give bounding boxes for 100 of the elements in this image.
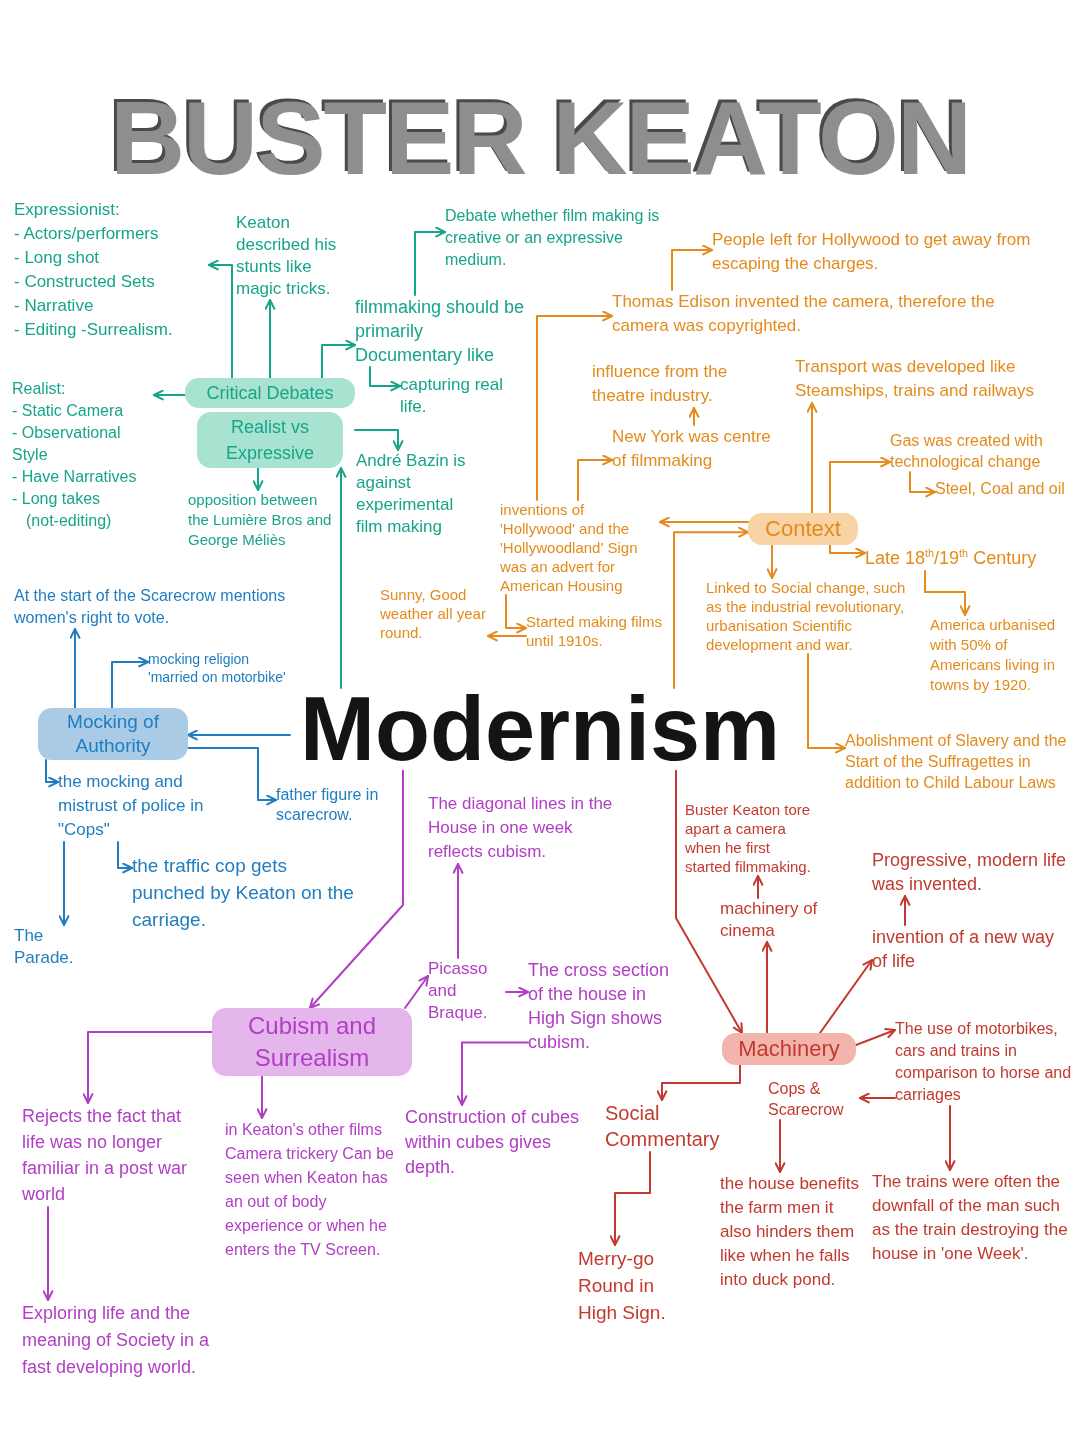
highlighted-heading: Mocking of Authority (38, 708, 188, 760)
note-text: in Keaton's other films Camera trickery Can be seen when Keaton has an out of body experience or when he enters the TV Screen. (225, 1118, 403, 1262)
arrow (42, 1206, 54, 1301)
arrow (774, 1119, 786, 1173)
note-text: Cops & Scarecrow (768, 1078, 860, 1120)
note-text: The cross section of the house in High Sign shows cubism. (528, 958, 688, 1054)
arrow (187, 747, 277, 806)
note-text: mocking religion 'married on motorbike' (148, 650, 288, 686)
arrow (414, 226, 446, 296)
note-text: Thomas Edison invented the camera, therefore the camera was copyrighted. (612, 290, 1042, 338)
list-heading: Expressionist: (14, 199, 121, 221)
note-text: machinery of cinema (720, 898, 830, 942)
arrow (456, 1041, 529, 1106)
arrow (252, 467, 264, 491)
arrow (69, 628, 81, 709)
highlighted-heading: Cubism and Surrealism (212, 1008, 412, 1076)
note-text: Keaton described his stunts like magic tricks. (236, 212, 351, 300)
list-item: - Static Camera (12, 401, 125, 421)
note-text: The trains were often the downfall of the man such as the train destroying the house in 'one Week'. (872, 1170, 1072, 1266)
note-text: Progressive, modern life was invented. (872, 848, 1072, 896)
note-text: Rejects the fact that life was no longer familiar in a post war world (22, 1103, 192, 1207)
note-text: At the start of the Scarecrow mentions women's right to vote. (14, 585, 309, 629)
list-item: - Actors/performers (14, 223, 160, 245)
highlighted-heading: Critical Debates (185, 378, 355, 408)
list-heading: Realist: (12, 379, 67, 399)
list-item: - Long shot (14, 247, 101, 269)
arrow (404, 975, 429, 1009)
note-text: the house benefits the farm men it also hinders them like when he falls into duck pond. (720, 1172, 860, 1292)
arrow (855, 1028, 896, 1046)
arrow (45, 759, 59, 788)
list-item: - Have Narratives (12, 467, 138, 487)
note-text: The use of motorbikes, cars and trains in comparison to horse and carriages (895, 1018, 1075, 1106)
arrow (829, 456, 891, 514)
list-item: - Narrative (14, 295, 95, 317)
arrow (806, 402, 818, 514)
arrow (829, 544, 866, 559)
arrow (761, 941, 773, 1034)
note-text: the traffic cop gets punched by Keaton on the carriage. (132, 852, 362, 933)
note-text: André Bazin is against experimental film making (356, 450, 481, 538)
note-text: Late 18$^{th}$/19$^{th}$ Century (865, 540, 1070, 571)
arrow (924, 570, 971, 616)
note-text: The Parade. (14, 925, 99, 969)
note-text: capturing real life. (400, 374, 530, 418)
arrow (264, 299, 276, 379)
arrow (577, 454, 613, 501)
list-item: - Long takes (12, 489, 102, 509)
arrow (335, 467, 347, 689)
note-text: Debate whether film making is creative or an expressive medium. (445, 205, 665, 271)
arrow (505, 594, 527, 634)
arrow (536, 310, 613, 501)
arrow (153, 389, 186, 401)
arrow (321, 339, 356, 379)
note-text: inventions of 'Hollywood' and the 'Hollywoodland' Sign was an advert for American Housing (500, 500, 660, 595)
arrow (117, 841, 133, 874)
arrow (58, 841, 70, 926)
arrow (256, 1075, 268, 1119)
arrow (909, 471, 936, 498)
arrow (688, 407, 700, 426)
note-text: Construction of cubes within cubes gives depth. (405, 1105, 590, 1180)
arrow (452, 863, 464, 959)
arrow (944, 1105, 956, 1171)
note-text: invention of a new way of life (872, 925, 1072, 973)
note-text: Merry-go Round in High Sign. (578, 1245, 686, 1326)
note-text: Picasso and Braque. (428, 958, 506, 1024)
highlighted-heading: Machinery (722, 1033, 856, 1065)
title: BUSTER KEATON (109, 86, 971, 190)
list-item: - Constructed Sets (14, 271, 156, 293)
note-text: filmmaking should be primarily Documentary like (355, 295, 525, 367)
arrow (82, 1031, 213, 1104)
note-text: Social Commentary (605, 1100, 760, 1152)
note-text: Sunny, Good weather all year round. (380, 585, 488, 642)
arrow (807, 653, 846, 754)
note-text: influence from the theatre industry. (592, 360, 777, 408)
note-text: Transport was developed like Steamships, trains and railways (795, 355, 1077, 403)
note-text: Exploring life and the meaning of Society in a fast developing world. (22, 1300, 222, 1381)
note-text: Linked to Social change, such as the industrial revolutionary, urbanisation Scientific development and war. (706, 578, 906, 654)
arrow (609, 1151, 651, 1246)
arrow (673, 526, 749, 689)
arrow (752, 875, 764, 899)
arrow (354, 429, 404, 451)
note-text: Abolishment of Slavery and the Start of the Suffragettes in addition to Child Labour Laws (845, 730, 1070, 793)
arrow (505, 986, 529, 998)
note-text: People left for Hollywood to get away from escaping the charges. (712, 228, 1077, 276)
highlighted-heading: Realist vs Expressive (197, 412, 343, 468)
arrow (656, 1064, 741, 1101)
arrow (187, 729, 291, 741)
note-text: the mocking and mistrust of police in "Cops" (58, 770, 238, 842)
arrow (659, 516, 749, 528)
note-text: The diagonal lines in the House in one week reflects cubism. (428, 792, 628, 864)
arrow (859, 1092, 896, 1104)
arrow (766, 544, 778, 579)
list-item: (not-editing) (25, 511, 113, 531)
arrow (309, 769, 404, 1009)
arrow (675, 769, 743, 1034)
list-item: - Editing -Surrealism. (14, 319, 174, 341)
arrow (671, 244, 713, 291)
arrow (111, 656, 149, 709)
arrow (369, 366, 401, 392)
arrow (487, 630, 527, 642)
note-text: father figure in scarecrow. (276, 785, 381, 825)
